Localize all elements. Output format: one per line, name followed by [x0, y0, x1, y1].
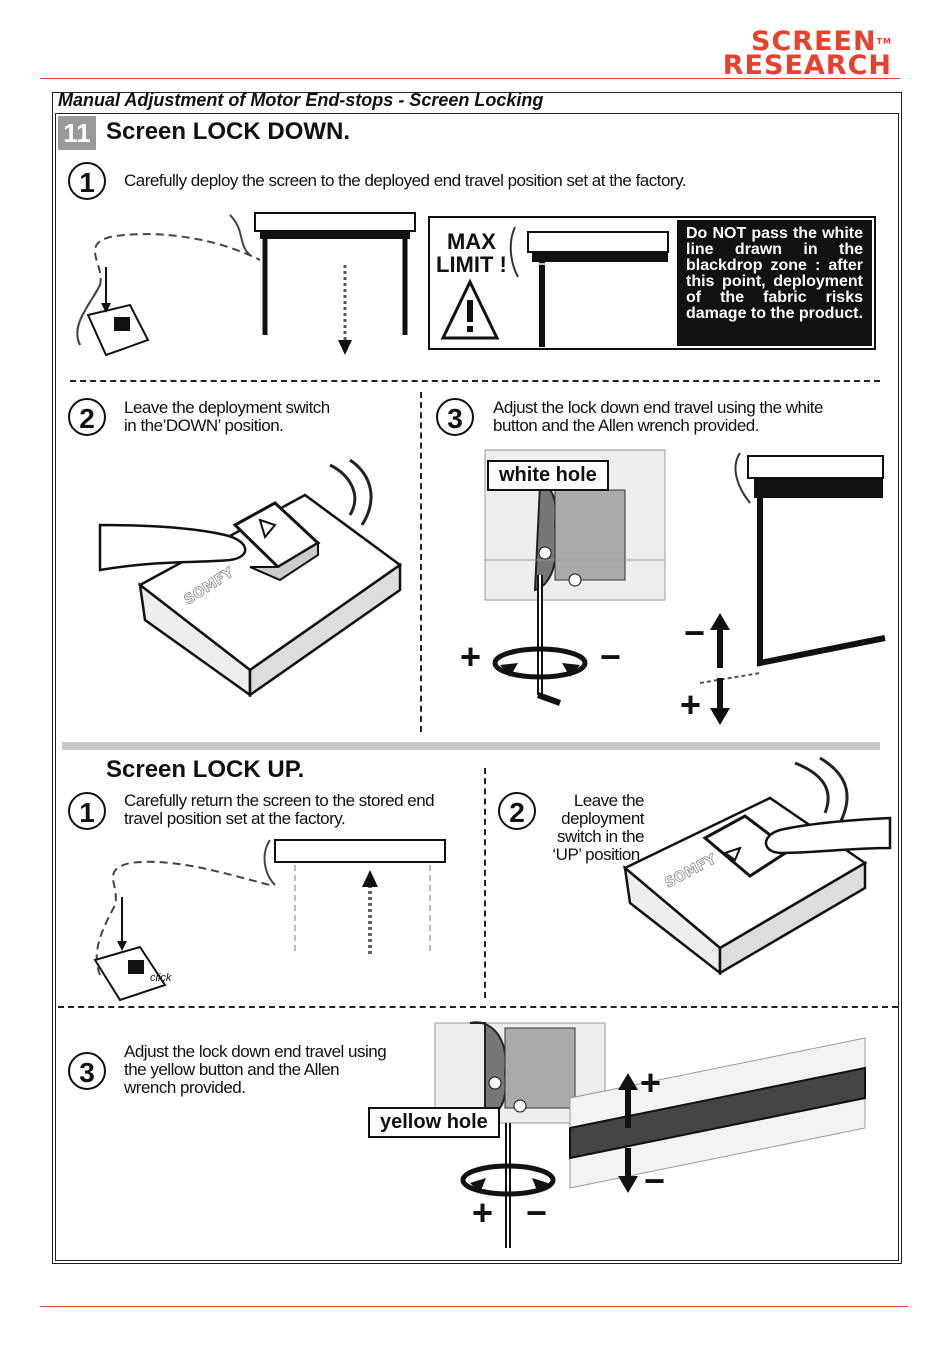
motor-head-illustration	[484, 449, 666, 706]
lock-up-step2-text: Leave the deployment switch in the ‘UP’ …	[540, 792, 644, 864]
lock-up-step3-line3: wrench provided.	[124, 1078, 246, 1097]
header-rule	[40, 78, 900, 79]
page-title: Manual Adjustment of Motor End-stops - S…	[58, 90, 544, 110]
lock-down-step2-line1: Leave the deployment switch	[124, 398, 330, 417]
lock-down-step1-number: 1	[68, 162, 106, 200]
lock-down-step1-text: Carefully deploy the screen to the deplo…	[124, 171, 687, 190]
motor-screen-bottom-illustration	[434, 1021, 866, 1248]
lock-up-step3-line2: the yellow button and the Allen	[124, 1060, 340, 1079]
lock-down-minus-sign: −	[600, 636, 622, 677]
lock-up-step1-number: 1	[68, 792, 106, 830]
lock-down-step3-line2: button and the Allen wrench provided.	[493, 416, 759, 435]
click-label: click	[150, 972, 172, 984]
lock-down-step2-line2: in the’DOWN’ position.	[124, 416, 284, 435]
lock-up-minus-sign-2: −	[526, 1192, 548, 1233]
footer-rule	[40, 1306, 908, 1307]
step-number-badge: 11	[58, 116, 96, 150]
yellow-hole-label: yellow hole	[368, 1107, 500, 1138]
divider-dashed-2	[58, 1006, 898, 1008]
max-limit-line1: MAX	[446, 229, 496, 254]
divider-dashed-vertical-2	[484, 768, 486, 998]
lock-down-step3-text: Adjust the lock down end travel using th…	[493, 399, 823, 435]
lock-up-step3-line1: Adjust the lock down end travel using	[124, 1042, 387, 1061]
lock-up-step2-line4: ‘UP’ position.	[552, 845, 644, 864]
lock-up-step2-line1: Leave the	[573, 791, 645, 810]
deploy-screen-illustration	[76, 212, 416, 357]
warning-text: Do NOT pass the white line drawn in the …	[677, 220, 872, 346]
inner-frame	[55, 113, 899, 1261]
lock-up-title: Screen LOCK UP.	[106, 756, 305, 783]
lock-up-step2-line3: switch in the	[556, 827, 645, 846]
lock-up-step2-line2: deployment	[561, 809, 644, 828]
lock-up-step2-number: 2	[498, 792, 536, 830]
stored-screen-illustration	[93, 839, 446, 1002]
lock-up-step3-text: Adjust the lock down end travel using th…	[124, 1042, 387, 1097]
brand-line1: SCREEN	[751, 26, 877, 57]
lock-down-minus-sign-2: −	[684, 612, 706, 653]
lock-down-step3-number: 3	[436, 398, 474, 436]
warning-panel	[428, 216, 876, 350]
lock-down-title: Screen LOCK DOWN.	[106, 118, 351, 145]
lock-up-plus-sign: +	[640, 1062, 662, 1103]
brand-logo: SCREENTM RESEARCH	[722, 28, 892, 81]
lock-down-step2-number: 2	[68, 398, 106, 436]
brand-line2: RESEARCH	[722, 50, 892, 81]
lock-down-step3-line1: Adjust the lock down end travel using th…	[493, 398, 823, 417]
lock-up-plus-sign-2: +	[472, 1192, 494, 1233]
outer-frame	[52, 92, 902, 1264]
divider-dashed-vertical-1	[420, 392, 422, 732]
screen-top-detail-illustration	[509, 226, 669, 347]
lock-down-step2-text: Leave the deployment switch in the’DOWN’…	[124, 399, 330, 435]
brand-tm: TM	[876, 37, 892, 46]
max-limit-line2: LIMIT !	[436, 252, 507, 277]
switch-down-illustration: SOMFY	[98, 458, 403, 698]
section-separator	[62, 742, 880, 750]
warning-triangle-icon	[440, 278, 500, 340]
lock-down-plus-sign: +	[460, 636, 482, 677]
lock-up-step3-number: 3	[68, 1052, 106, 1090]
max-limit-label: MAX LIMIT !	[436, 230, 507, 276]
lock-up-step1-line1: Carefully return the screen to the store…	[124, 791, 435, 810]
lock-down-plus-sign-2: +	[680, 684, 702, 725]
lock-up-step1-text: Carefully return the screen to the store…	[124, 791, 435, 828]
screen-deployed-illustration	[699, 452, 886, 725]
white-hole-label: white hole	[487, 460, 609, 491]
lock-up-step1-line2: travel position set at the factory.	[124, 809, 346, 828]
divider-dashed-1	[70, 380, 880, 382]
switch-up-illustration: SOMFY	[622, 756, 892, 976]
lock-up-minus-sign: −	[644, 1160, 666, 1201]
